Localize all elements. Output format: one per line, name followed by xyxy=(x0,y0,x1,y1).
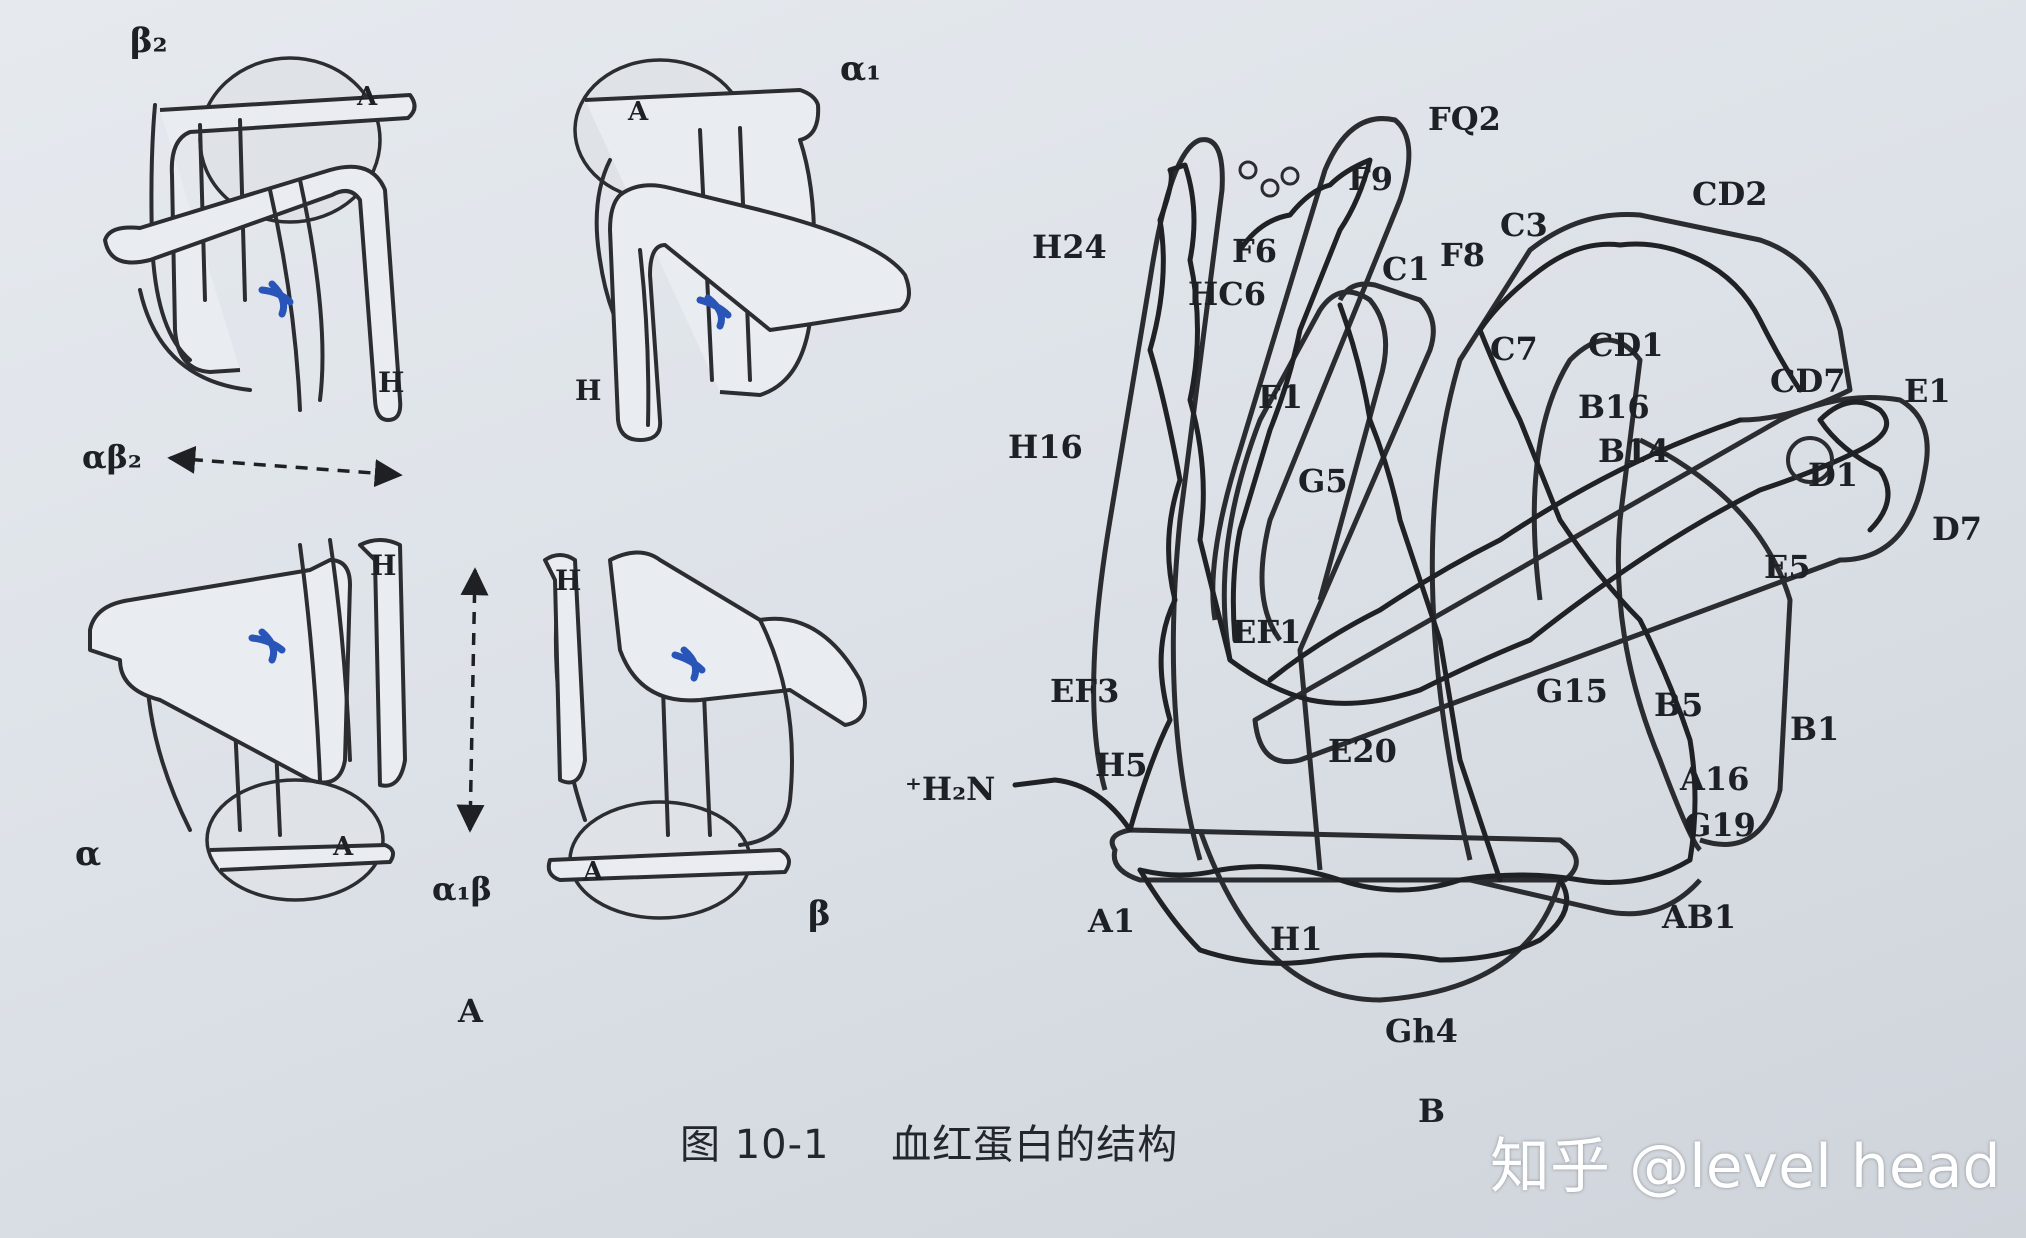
helix-label-h-alpha: H xyxy=(370,549,396,582)
figure-caption: 图 10-1 血红蛋白的结构 xyxy=(680,1112,1178,1170)
label-alpha-beta2-interface: αβ₂ xyxy=(82,438,142,476)
backbone-chain-f xyxy=(1230,157,1373,643)
backbone-chain-cd xyxy=(1477,241,1803,393)
residue-label: G15 xyxy=(1536,672,1608,710)
residue-label: B1 xyxy=(1790,710,1839,748)
residue-label: G19 xyxy=(1684,806,1756,844)
helix-label-a-alpha: A xyxy=(332,832,354,862)
backbone-chain-e xyxy=(1267,417,1743,683)
residue-label: E1 xyxy=(1904,372,1951,410)
residue-label: H5 xyxy=(1095,746,1148,784)
panel-a: β₂ α₁ α β A H A H H A H A αβ₂ α₁β A xyxy=(75,21,911,1030)
residue-label: E5 xyxy=(1764,548,1811,586)
residue-label: FQ2 xyxy=(1428,100,1501,138)
residue-label: H16 xyxy=(1008,428,1083,466)
subunit-beta2 xyxy=(103,56,417,422)
residue-labels: FQ2 F9 H24 F6 C1 F8 C3 CD2 HC6 C7 CD1 H1… xyxy=(1008,100,1982,1050)
label-beta: β xyxy=(808,894,831,934)
residue-label: F6 xyxy=(1232,232,1277,270)
residue-label: B16 xyxy=(1578,388,1650,426)
label-alpha1: α₁ xyxy=(840,49,881,89)
figure-title: 血红蛋白的结构 xyxy=(891,1122,1179,1168)
label-beta2: β₂ xyxy=(130,21,167,61)
residue-label: B5 xyxy=(1654,686,1703,724)
residue-label: CD7 xyxy=(1770,362,1845,400)
residue-label: EF1 xyxy=(1232,613,1301,651)
residue-label: A1 xyxy=(1087,902,1135,940)
residue-label: D1 xyxy=(1808,456,1858,494)
residue-label: C3 xyxy=(1500,206,1548,244)
label-alpha: α xyxy=(75,834,101,874)
residue-label: C1 xyxy=(1382,250,1430,288)
residue-label: H24 xyxy=(1032,228,1107,266)
residue-label: G5 xyxy=(1298,462,1348,500)
label-alpha1-beta-interface: α₁β xyxy=(432,870,492,908)
subunit-beta xyxy=(543,550,867,920)
helix-label-a-beta: A xyxy=(582,857,604,887)
residue-label: C7 xyxy=(1490,330,1538,368)
subunit-alpha1 xyxy=(573,58,911,442)
backbone-chain-g xyxy=(1337,302,1503,883)
residue-label: EF3 xyxy=(1050,672,1119,710)
watermark: 知乎 @level head xyxy=(1490,1132,2001,1202)
panel-b-label: B xyxy=(1418,1092,1445,1130)
residue-label: F9 xyxy=(1348,160,1393,198)
panel-b: FQ2 F9 H24 F6 C1 F8 C3 CD2 HC6 C7 CD1 H1… xyxy=(905,100,1982,1130)
residue-label: F8 xyxy=(1440,236,1485,274)
backbone-chain xyxy=(1012,162,1891,833)
helix-label-a-beta2: A xyxy=(356,82,378,112)
interface-arrow-alpha-beta2 xyxy=(167,445,403,488)
helix-label-h-beta2: H xyxy=(378,366,404,399)
panel-a-label: A xyxy=(457,992,484,1030)
residue-label: B14 xyxy=(1598,432,1670,470)
n-terminus-label: ⁺H₂N xyxy=(905,770,995,808)
residue-label: Gh4 xyxy=(1385,1012,1458,1050)
helix-label-h-alpha1: H xyxy=(575,374,601,407)
residue-label: E20 xyxy=(1328,732,1397,770)
residue-label: D7 xyxy=(1932,510,1982,548)
residue-label: CD2 xyxy=(1692,175,1767,213)
interface-arrow-alpha1-beta xyxy=(456,567,489,833)
residue-label: HC6 xyxy=(1188,275,1266,313)
residue-label: A16 xyxy=(1679,760,1749,798)
subunit-alpha xyxy=(88,538,407,902)
residue-label: H1 xyxy=(1270,920,1323,958)
helix-label-h-beta: H xyxy=(555,564,581,597)
residue-label: AB1 xyxy=(1661,898,1736,936)
residue-label: F1 xyxy=(1258,378,1303,416)
backbone-chain-h xyxy=(1137,867,1570,966)
helix-label-a-alpha1: A xyxy=(627,97,649,127)
residue-label: CD1 xyxy=(1588,326,1663,364)
figure-number: 图 10-1 xyxy=(680,1122,830,1168)
